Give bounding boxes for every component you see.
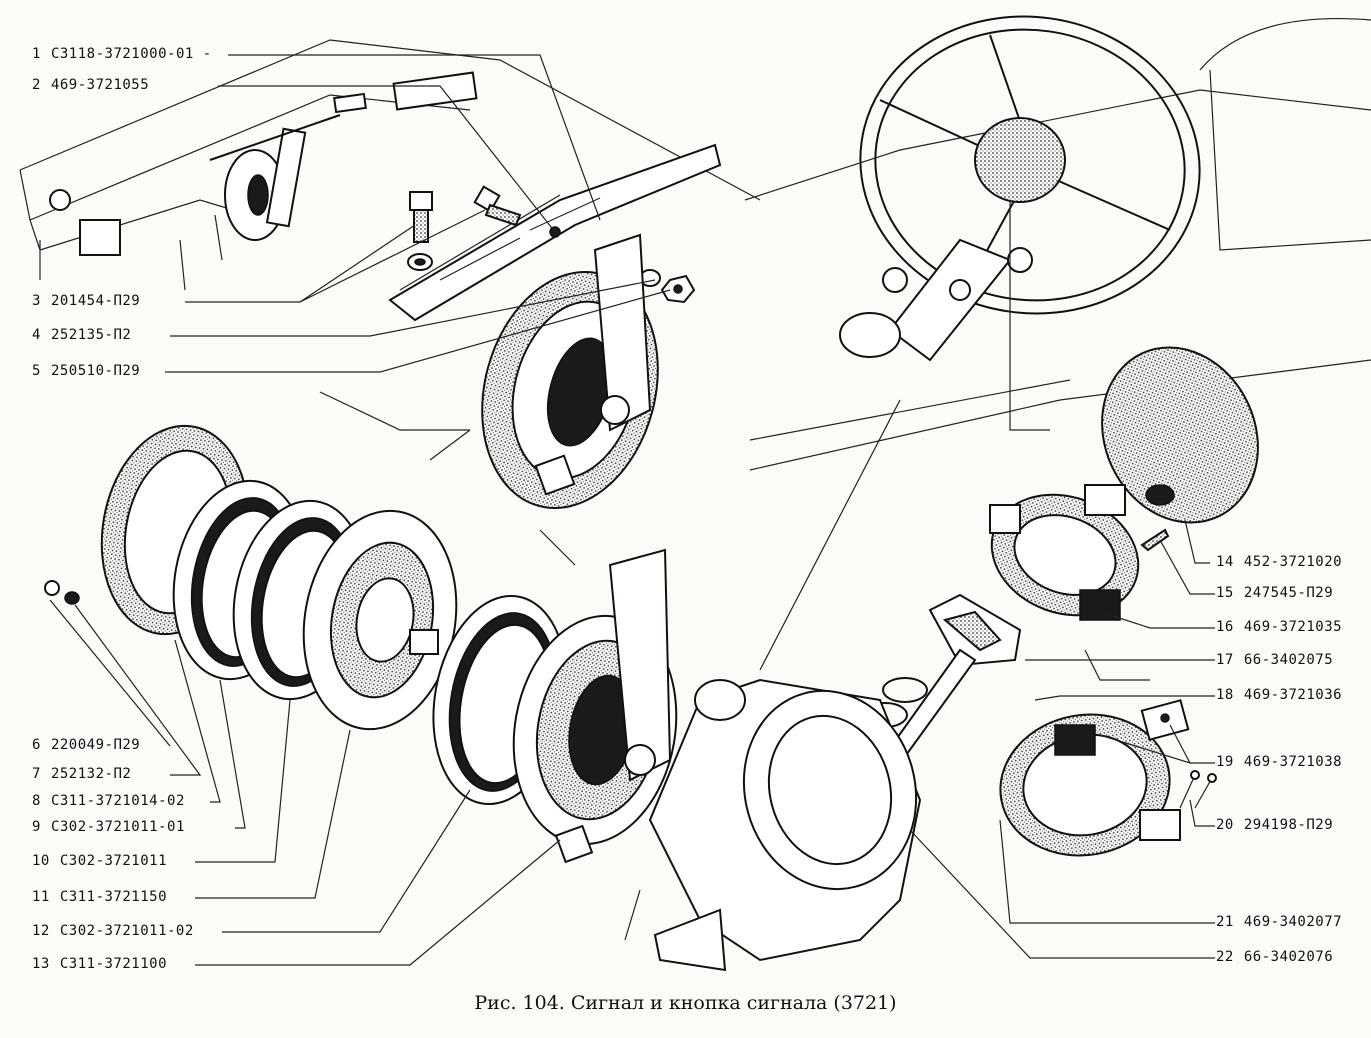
steering-column-housing xyxy=(624,678,922,972)
leader-lines xyxy=(49,54,1215,966)
ring-16 xyxy=(989,484,1140,621)
horn-body-13 xyxy=(512,548,678,864)
ring-21 xyxy=(999,713,1181,857)
rivets-20 xyxy=(1179,770,1217,809)
figure-caption: Рис. 104. Сигнал и кнопка сигнала (3721) xyxy=(474,992,897,1014)
mounting-bracket xyxy=(388,143,722,322)
screw-6 xyxy=(44,580,80,605)
horn-mounted-small xyxy=(209,114,341,241)
diaphragm-11 xyxy=(302,509,458,731)
dashboard-panel xyxy=(19,39,761,291)
shim-12 xyxy=(432,594,568,806)
cabin-panel xyxy=(744,17,1371,471)
screw-15 xyxy=(1140,528,1170,552)
insulator-19 xyxy=(1140,699,1190,741)
nut-4 xyxy=(660,274,696,304)
horn-button-cap-14 xyxy=(1101,346,1259,524)
bolt-2 xyxy=(473,185,522,227)
bolt-1 xyxy=(409,191,433,243)
steering-wheel xyxy=(839,15,1201,362)
